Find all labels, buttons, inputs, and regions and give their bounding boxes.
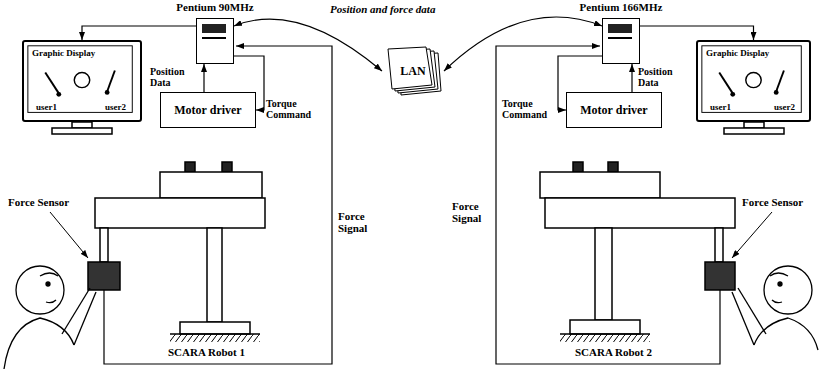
user-label: user1 <box>36 102 57 112</box>
operator-2 <box>732 266 818 350</box>
pc-panel <box>608 24 632 33</box>
pc-label: Pentium 90MHz <box>176 1 253 13</box>
signal-label: Torque Command <box>502 98 552 120</box>
display-title: Graphic Display <box>32 48 95 58</box>
data-flow-label: Position and force data <box>330 3 435 15</box>
force-sensor-label: Force Sensor <box>742 196 803 208</box>
driver-label: Motor driver <box>580 103 647 118</box>
signal-label: Force Signal <box>452 200 492 224</box>
user-stick <box>776 71 784 92</box>
object-circle <box>746 72 761 87</box>
sheet <box>388 47 432 89</box>
user-dot <box>105 90 110 95</box>
user-label: user1 <box>710 102 731 112</box>
scara-robot-1 <box>88 162 265 342</box>
user-stick <box>107 71 115 92</box>
pc-slot <box>608 37 632 39</box>
pc-box: Pentium 166MHz <box>602 18 640 64</box>
user-stick <box>45 72 59 93</box>
connector <box>640 26 754 40</box>
lan-box: LAN <box>382 45 444 97</box>
signal-label: Position Data <box>638 66 688 88</box>
user-stick <box>719 72 733 93</box>
motor-driver-box: Motor driver <box>566 92 662 128</box>
motor-driver-box: Motor driver <box>160 92 256 128</box>
pc-panel <box>202 24 226 33</box>
signal-label: Force Signal <box>338 210 378 234</box>
pc-label: Pentium 166MHz <box>580 1 663 13</box>
leader-lines <box>50 212 772 258</box>
graphic-display: Graphic Display user1 user2 <box>22 40 142 122</box>
connector <box>234 19 382 71</box>
signal-label: Torque Command <box>266 98 316 120</box>
force-sensor-label: Force Sensor <box>8 196 69 208</box>
user-dot <box>56 92 61 97</box>
driver-label: Motor driver <box>174 103 241 118</box>
signal-label: Position Data <box>150 66 200 88</box>
scara-robot-2 <box>540 162 735 342</box>
connector <box>203 64 204 92</box>
robot-label: SCARA Robot 1 <box>168 346 245 358</box>
pc-box: Pentium 90MHz <box>196 18 234 64</box>
user-label: user2 <box>774 102 795 112</box>
graphic-display: Graphic Display user1 user2 <box>696 40 811 122</box>
lan-label: LAN <box>400 64 425 79</box>
robot-label: SCARA Robot 2 <box>575 346 652 358</box>
screen <box>702 46 801 113</box>
connector <box>82 26 196 40</box>
user-dot <box>730 92 735 97</box>
connector <box>631 64 632 92</box>
force-signal-wires <box>104 46 720 364</box>
pc-slot <box>202 37 226 39</box>
operator-1 <box>4 266 96 369</box>
user-label: user2 <box>105 102 126 112</box>
display-title: Graphic Display <box>706 48 769 58</box>
object-circle <box>74 72 89 87</box>
screen <box>28 46 132 113</box>
user-dot <box>774 90 779 95</box>
connector <box>444 17 602 71</box>
